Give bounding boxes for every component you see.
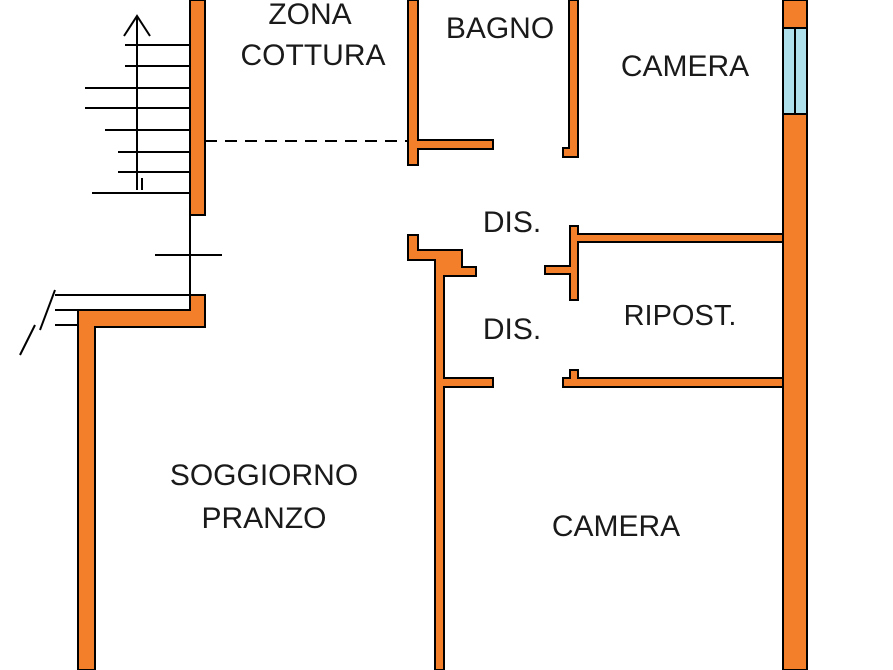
label-dis-bottom: DIS. xyxy=(483,313,541,346)
wall-bagno-left xyxy=(407,0,494,166)
wall-camera-top xyxy=(544,225,784,301)
wall-soggiorno xyxy=(77,294,206,670)
label-camera-top: CAMERA xyxy=(621,50,749,83)
label-soggiorno-1: SOGGIORNO xyxy=(170,459,358,492)
label-ripost: RIPOST. xyxy=(624,300,737,332)
wall-ripost xyxy=(562,369,784,388)
label-bagno: BAGNO xyxy=(446,12,554,45)
staircase xyxy=(85,14,190,194)
wall-bagno-right xyxy=(562,0,579,158)
label-zona-cottura-1: ZONA xyxy=(268,0,351,31)
wall-stair xyxy=(189,0,206,216)
label-dis-top: DIS. xyxy=(483,206,541,239)
label-soggiorno-2: PRANZO xyxy=(201,502,326,535)
wall-corridor-left xyxy=(407,234,494,670)
label-zona-cottura-2: COTTURA xyxy=(241,39,386,72)
wall-right-top xyxy=(782,0,808,29)
wall-right xyxy=(782,113,808,670)
label-camera-bottom: CAMERA xyxy=(552,510,680,543)
